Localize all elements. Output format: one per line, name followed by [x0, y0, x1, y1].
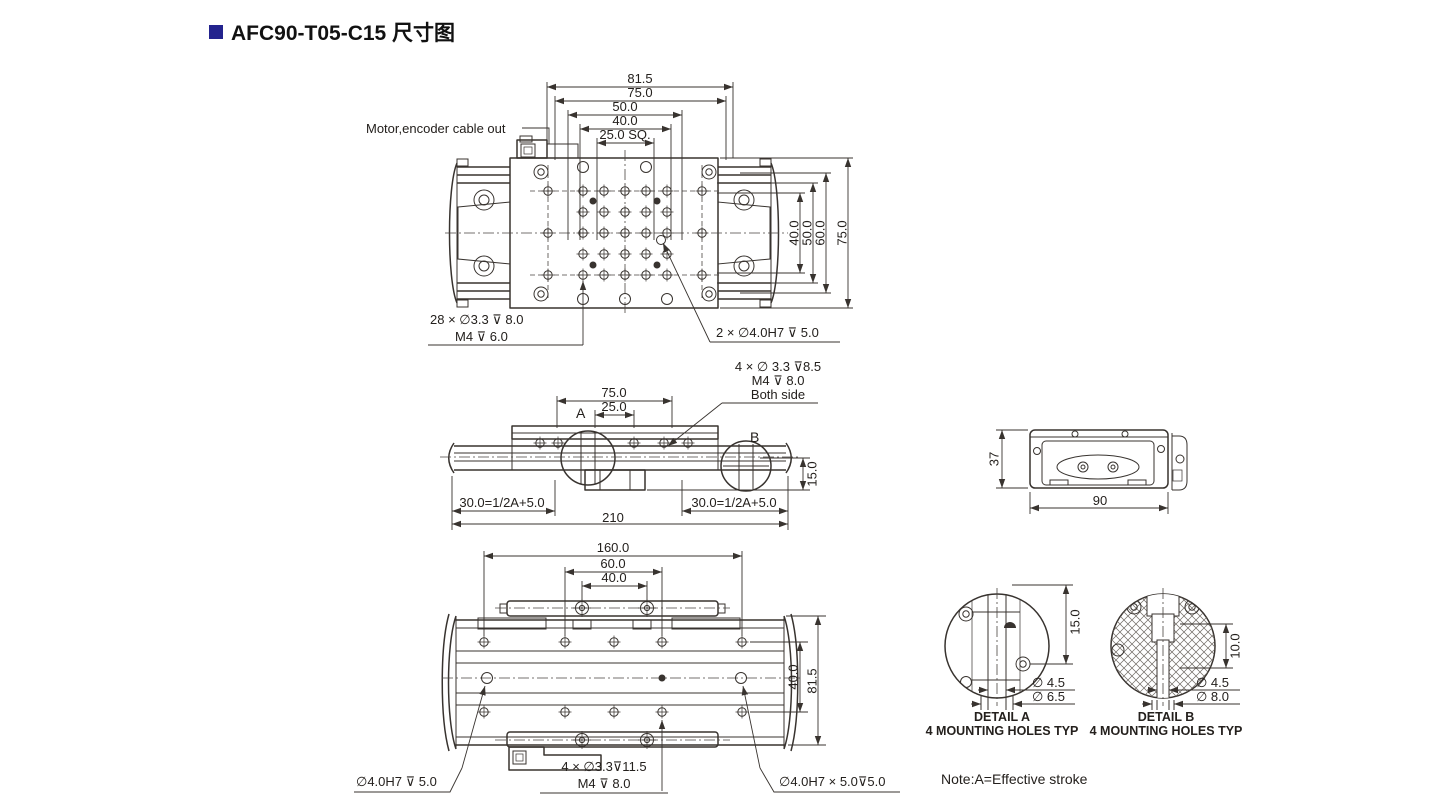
bottom-label-center-line2: M4 ⊽ 8.0 — [577, 776, 631, 791]
top-dim-50: 50.0 — [612, 99, 638, 114]
front-side-holes-line3: Both side — [750, 387, 806, 402]
top-view-linework — [428, 82, 853, 346]
detail-a-dim-15: 15.0 — [1067, 609, 1083, 635]
end-view-linework — [996, 429, 1188, 514]
detail-b-dim-10: 10.0 — [1227, 633, 1243, 659]
top-dim-75: 75.0 — [627, 85, 653, 100]
detail-b-dia-4-5: ∅ 4.5 — [1196, 675, 1230, 690]
detail-a-dia-4-5: ∅ 4.5 — [1032, 675, 1066, 690]
front-dim-25: 25.0 — [601, 399, 627, 414]
title-square-icon — [209, 25, 223, 39]
front-label-a: A — [576, 405, 586, 421]
top-rdim-60: 60.0 — [812, 220, 828, 246]
bottom-rdim-40: 40.0 — [785, 664, 801, 690]
detail-b-dia-8-0: ∅ 8.0 — [1196, 689, 1230, 704]
detail-a-subcaption: 4 MOUNTING HOLES TYP — [925, 724, 1079, 738]
detail-b-caption: DETAIL B — [1137, 710, 1195, 724]
top-pins-label: 2 × ∅4.0H7 ⊽ 5.0 — [716, 325, 819, 340]
detail-a-linework — [944, 584, 1075, 710]
detail-a-caption: DETAIL A — [973, 710, 1031, 724]
top-holes-label-line2: M4 ⊽ 6.0 — [455, 329, 508, 344]
page-title: AFC90-T05-C15 尺寸图 — [209, 17, 455, 47]
bottom-dim-60: 60.0 — [600, 556, 626, 571]
detail-a-dia-6-5: ∅ 6.5 — [1032, 689, 1066, 704]
detail-b-linework — [1110, 588, 1240, 710]
top-dim-81-5: 81.5 — [627, 71, 653, 86]
top-holes-label-line1: 28 × ∅3.3 ⊽ 8.0 — [430, 312, 524, 327]
bottom-label-right: ∅4.0H7 × 5.0⊽5.0 — [779, 774, 886, 789]
front-view-linework — [440, 396, 818, 530]
bottom-dim-40: 40.0 — [601, 570, 627, 585]
top-dim-25sq: 25.0 SQ. — [599, 127, 651, 142]
front-side-holes-line2: M4 ⊽ 8.0 — [751, 373, 805, 388]
bottom-label-left: ∅4.0H7 ⊽ 5.0 — [356, 774, 437, 789]
cable-out-label: Motor,encoder cable out — [366, 121, 506, 136]
bottom-view-linework — [354, 551, 900, 794]
front-label-b: B — [750, 429, 760, 445]
page-title-text: AFC90-T05-C15 尺寸图 — [231, 22, 456, 45]
bottom-label-center-line1: 4 × ∅3.3⊽11.5 — [561, 759, 647, 774]
note-effective-stroke: Note:A=Effective stroke — [941, 771, 1088, 787]
top-dim-40: 40.0 — [612, 113, 638, 128]
front-dim-right-30: 30.0=1/2A+5.0 — [691, 495, 777, 510]
front-dim-left-30: 30.0=1/2A+5.0 — [459, 495, 545, 510]
front-dim-75: 75.0 — [601, 385, 627, 400]
bottom-rdim-81-5: 81.5 — [804, 668, 820, 694]
detail-b-subcaption: 4 MOUNTING HOLES TYP — [1089, 724, 1243, 738]
bottom-dim-160: 160.0 — [596, 540, 630, 555]
front-dim-15: 15.0 — [804, 461, 820, 487]
top-rdim-75: 75.0 — [834, 220, 850, 246]
front-side-holes-line1: 4 × ∅ 3.3 ⊽8.5 — [734, 359, 822, 374]
front-dim-total-210: 210 — [602, 510, 624, 525]
end-dim-90: 90 — [1092, 493, 1108, 508]
end-dim-37: 37 — [986, 451, 1002, 467]
